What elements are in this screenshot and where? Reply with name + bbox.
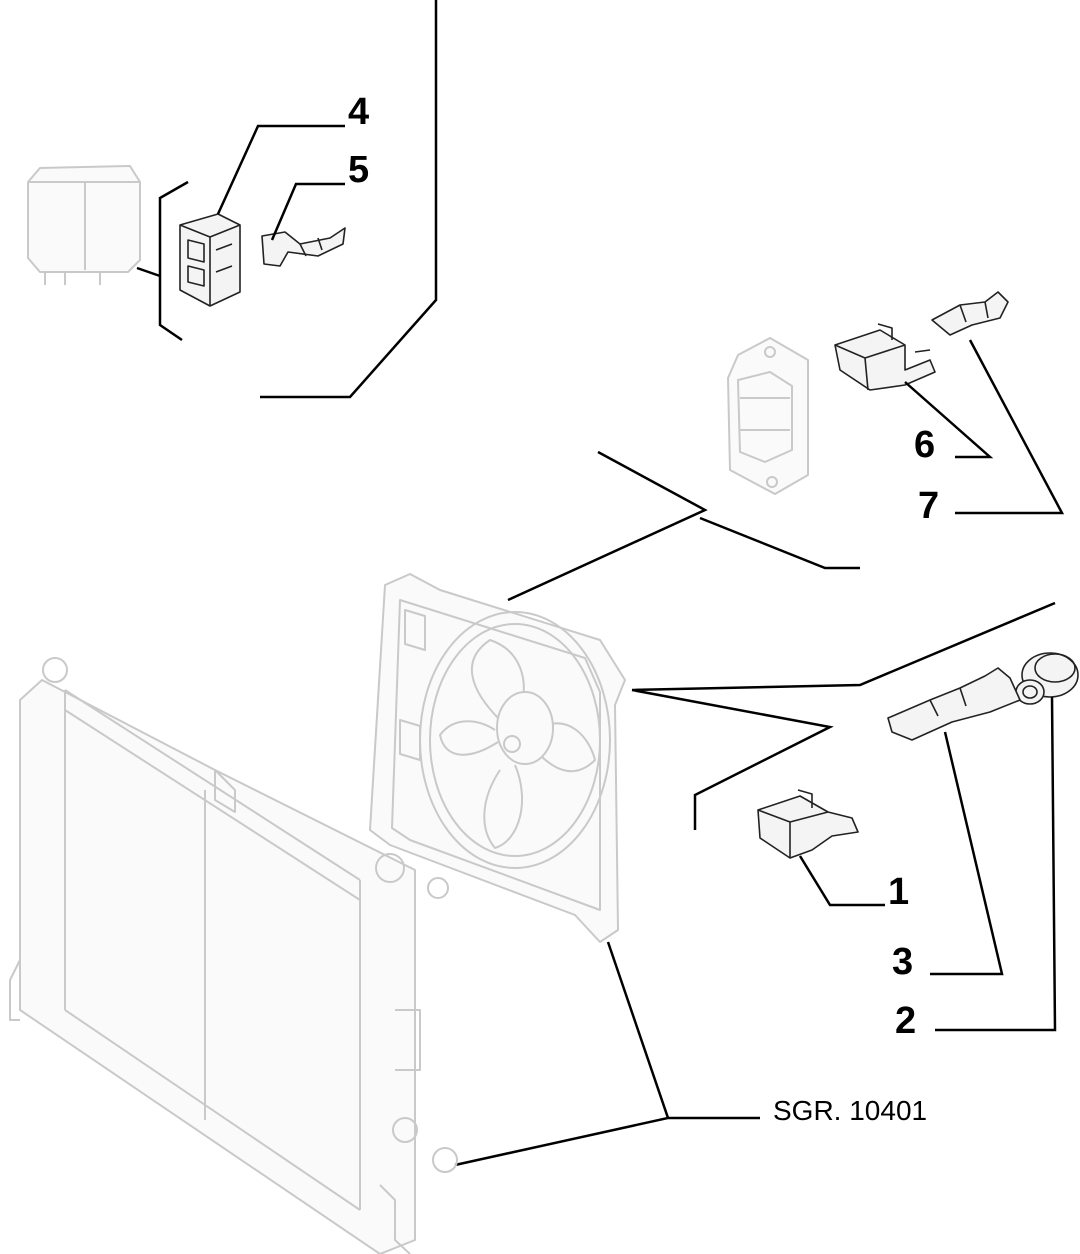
guide-line-upper	[507, 450, 860, 602]
leader-6	[904, 381, 994, 459]
radiator	[9, 657, 458, 1254]
callout-2: 2	[895, 1000, 916, 1042]
leader-7	[955, 339, 1065, 515]
fan-shroud	[369, 573, 626, 943]
leader-1	[798, 855, 885, 907]
drawing-reference-label: SGR. 10401	[773, 1095, 927, 1126]
terminal-part-5	[261, 227, 346, 267]
callout-6: 6	[914, 424, 935, 466]
fan-shroud-assembly	[369, 573, 1056, 1167]
callout-5: 5	[348, 149, 369, 191]
resistor-group	[507, 291, 1065, 602]
leader-reference	[454, 941, 760, 1167]
guide-line-lower	[631, 601, 1056, 830]
relay-socket-part-4	[179, 213, 241, 307]
relay-body	[27, 165, 141, 285]
callout-4: 4	[348, 91, 369, 133]
grommet-part-2	[1015, 652, 1079, 705]
inset-frame-line	[260, 0, 438, 399]
callout-3: 3	[892, 941, 913, 983]
terminal-part-3	[887, 667, 1021, 741]
relay-inset	[27, 0, 438, 399]
callout-7: 7	[918, 485, 939, 527]
leader-4	[216, 124, 345, 215]
callout-1: 1	[888, 871, 909, 913]
connector-part-6	[834, 323, 936, 391]
leader-3	[930, 731, 1004, 976]
leader-2	[935, 696, 1057, 1032]
fan-hub	[496, 691, 554, 765]
leader-5	[270, 182, 345, 241]
terminal-part-7	[931, 291, 1009, 336]
fan-connector-part-1	[757, 789, 859, 859]
relay-bracket	[136, 180, 189, 342]
